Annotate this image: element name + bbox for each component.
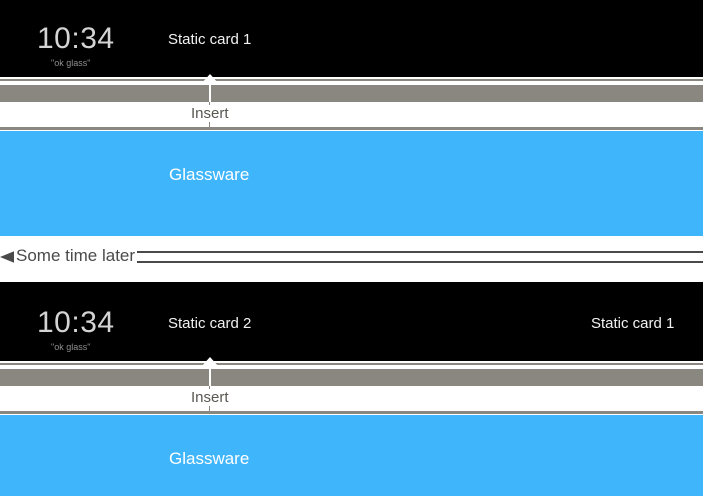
insert-arrow-shaft-1 [209,79,211,102]
glassware-rule-1 [0,127,703,130]
some-time-later-label: Some time later [14,246,138,266]
glassware-label-2: Glassware [169,449,250,468]
insert-label-2: Insert [187,389,233,406]
insert-gap-1 [0,102,703,127]
ok-glass-prompt-1: "ok glass" [51,58,91,68]
ok-glass-prompt-2: "ok glass" [51,342,91,352]
timeline-rule-top-2 [0,363,703,365]
gray-band-upper-2 [0,369,703,386]
glassware-band-1 [0,131,703,236]
static-card-2-label: Static card 2 [168,315,252,332]
timeline-rule-top-1 [0,79,703,81]
static-card-1-label-top: Static card 1 [168,31,252,48]
arrow-up-icon-1 [201,74,219,84]
gray-band-upper-1 [0,85,703,102]
arrow-up-icon-2 [201,357,219,367]
insert-gap-2 [0,386,703,411]
static-card-1-label-bottom: Static card 1 [591,315,675,332]
insert-label-1: Insert [187,105,233,122]
glassware-band-2 [0,415,703,496]
glassware-rule-2 [0,411,703,414]
clock-2: 10:34 [37,306,115,339]
timeline-row-1 [0,0,703,77]
clock-1: 10:34 [37,22,115,55]
timeline-row-2 [0,282,703,361]
insert-arrow-shaft-2 [209,361,211,386]
glassware-label-1: Glassware [169,165,250,184]
